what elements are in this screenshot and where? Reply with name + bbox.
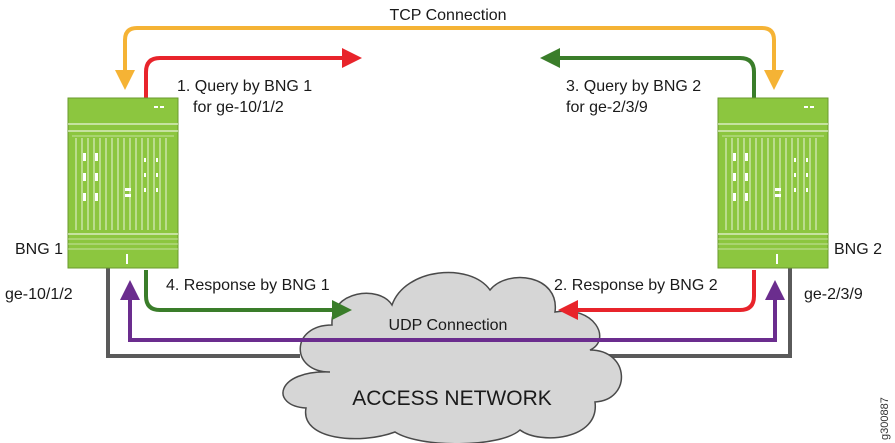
query1-line2: for ge-10/1/2 — [193, 99, 284, 116]
bng1-port-label: ge-10/1/2 — [5, 286, 73, 303]
figure-id-label: g300887 — [879, 397, 891, 440]
access-network-cloud — [282, 271, 623, 443]
access-link-left — [106, 268, 300, 358]
tcp-connection-label: TCP Connection — [389, 7, 506, 24]
query-bng1-arrow — [144, 48, 362, 98]
response4-label: 4. Response by BNG 1 — [166, 277, 330, 294]
access-network-label: ACCESS NETWORK — [352, 387, 552, 410]
bng2-label: BNG 2 — [834, 241, 882, 258]
query3-line2: for ge-2/3/9 — [566, 99, 648, 116]
query1-line1: 1. Query by BNG 1 — [177, 78, 312, 95]
bng2-port-label: ge-2/3/9 — [804, 286, 863, 303]
response-bng2-arrow — [558, 270, 756, 320]
query-bng2-arrow — [540, 48, 756, 98]
response2-label: 2. Response by BNG 2 — [554, 277, 718, 294]
bng1-label: BNG 1 — [15, 241, 63, 258]
udp-connection-label: UDP Connection — [389, 317, 508, 334]
query3-line1: 3. Query by BNG 2 — [566, 78, 701, 95]
router-bng2 — [717, 97, 829, 269]
tcp-connection-arrow — [115, 26, 784, 90]
access-link-right — [600, 268, 792, 358]
udp-connection-arrow — [120, 280, 785, 342]
router-bng1 — [67, 97, 179, 269]
response-bng1-arrow — [144, 270, 352, 320]
